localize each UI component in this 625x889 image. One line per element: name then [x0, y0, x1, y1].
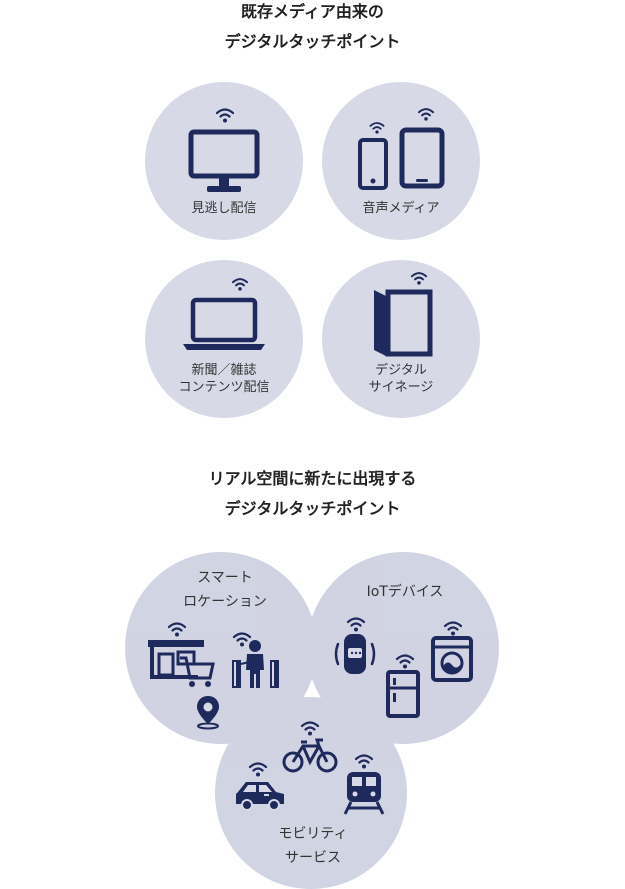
- touchpoint-newspaper-magazine: 新聞／雑誌 コンテンツ配信: [145, 260, 303, 418]
- wifi-icon: [354, 754, 374, 769]
- bicycle-icon: [282, 738, 338, 773]
- wifi-icon: [346, 617, 366, 632]
- venn-circle-mobility: [215, 697, 407, 889]
- wifi-icon: [248, 762, 268, 777]
- wifi-icon: [300, 721, 320, 736]
- heading-line: リアル空間に新たに出現する: [208, 469, 417, 488]
- label-line: サービス: [285, 850, 341, 866]
- label-line: コンテンツ配信: [178, 380, 270, 395]
- phone-tablet-icon: [358, 127, 445, 190]
- wifi-icon: [369, 122, 385, 134]
- location-pin-icon: [197, 696, 219, 730]
- wifi-icon: [410, 272, 428, 285]
- label-line: 音声メディア: [362, 201, 440, 216]
- touchpoint-label: 音声メディア: [322, 200, 480, 217]
- wifi-icon: [443, 621, 463, 636]
- label-line: IoTデバイス: [366, 584, 444, 600]
- cart-icon: [180, 656, 215, 687]
- heading-line: デジタルタッチポイント: [224, 32, 401, 51]
- car-icon: [236, 782, 284, 811]
- wifi-icon: [417, 108, 435, 121]
- label-line: ロケーション: [183, 594, 267, 610]
- fridge-icon: [386, 670, 420, 718]
- venn-label-mobility: モビリティ サービス: [233, 822, 393, 870]
- label-line: 見逃し配信: [191, 201, 257, 216]
- monitor-icon: [188, 129, 260, 192]
- wifi-icon: [167, 622, 187, 637]
- label-line: 新聞／雑誌: [191, 363, 257, 378]
- heading-line: 既存メディア由来の: [241, 2, 384, 21]
- wifi-icon: [395, 654, 415, 669]
- washing-machine-icon: [431, 636, 473, 682]
- laptop-icon: [183, 297, 265, 350]
- touchpoint-label: 新聞／雑誌 コンテンツ配信: [145, 362, 303, 396]
- touchpoint-digital-signage: デジタル サイネージ: [322, 260, 480, 418]
- smart-speaker-icon: [334, 634, 376, 674]
- wifi-icon: [232, 632, 252, 647]
- train-icon: [343, 772, 385, 815]
- venn-circle-smart-location: [125, 552, 317, 744]
- wifi-icon: [215, 108, 235, 123]
- label-line: スマート: [197, 570, 253, 586]
- touchpoint-label: デジタル サイネージ: [322, 362, 480, 396]
- venn-label-iot-devices: IoTデバイス: [325, 580, 485, 604]
- section-real-heading: リアル空間に新たに出現する デジタルタッチポイント: [0, 464, 625, 524]
- label-line: デジタル: [375, 363, 427, 378]
- touchpoint-catchup-streaming: 見逃し配信: [145, 82, 303, 240]
- section-existing-heading: 既存メディア由来の デジタルタッチポイント: [0, 0, 625, 57]
- wifi-icon: [231, 278, 249, 291]
- venn-circle-iot-devices: [307, 552, 499, 744]
- touchpoint-label: 見逃し配信: [145, 200, 303, 217]
- person-gate-icon: [232, 640, 279, 688]
- label-line: モビリティ: [278, 826, 348, 842]
- signage-icon: [374, 289, 433, 357]
- venn-label-smart-location: スマート ロケーション: [145, 566, 305, 614]
- heading-line: デジタルタッチポイント: [224, 499, 401, 518]
- label-line: サイネージ: [368, 380, 434, 395]
- touchpoint-audio-media: 音声メディア: [322, 82, 480, 240]
